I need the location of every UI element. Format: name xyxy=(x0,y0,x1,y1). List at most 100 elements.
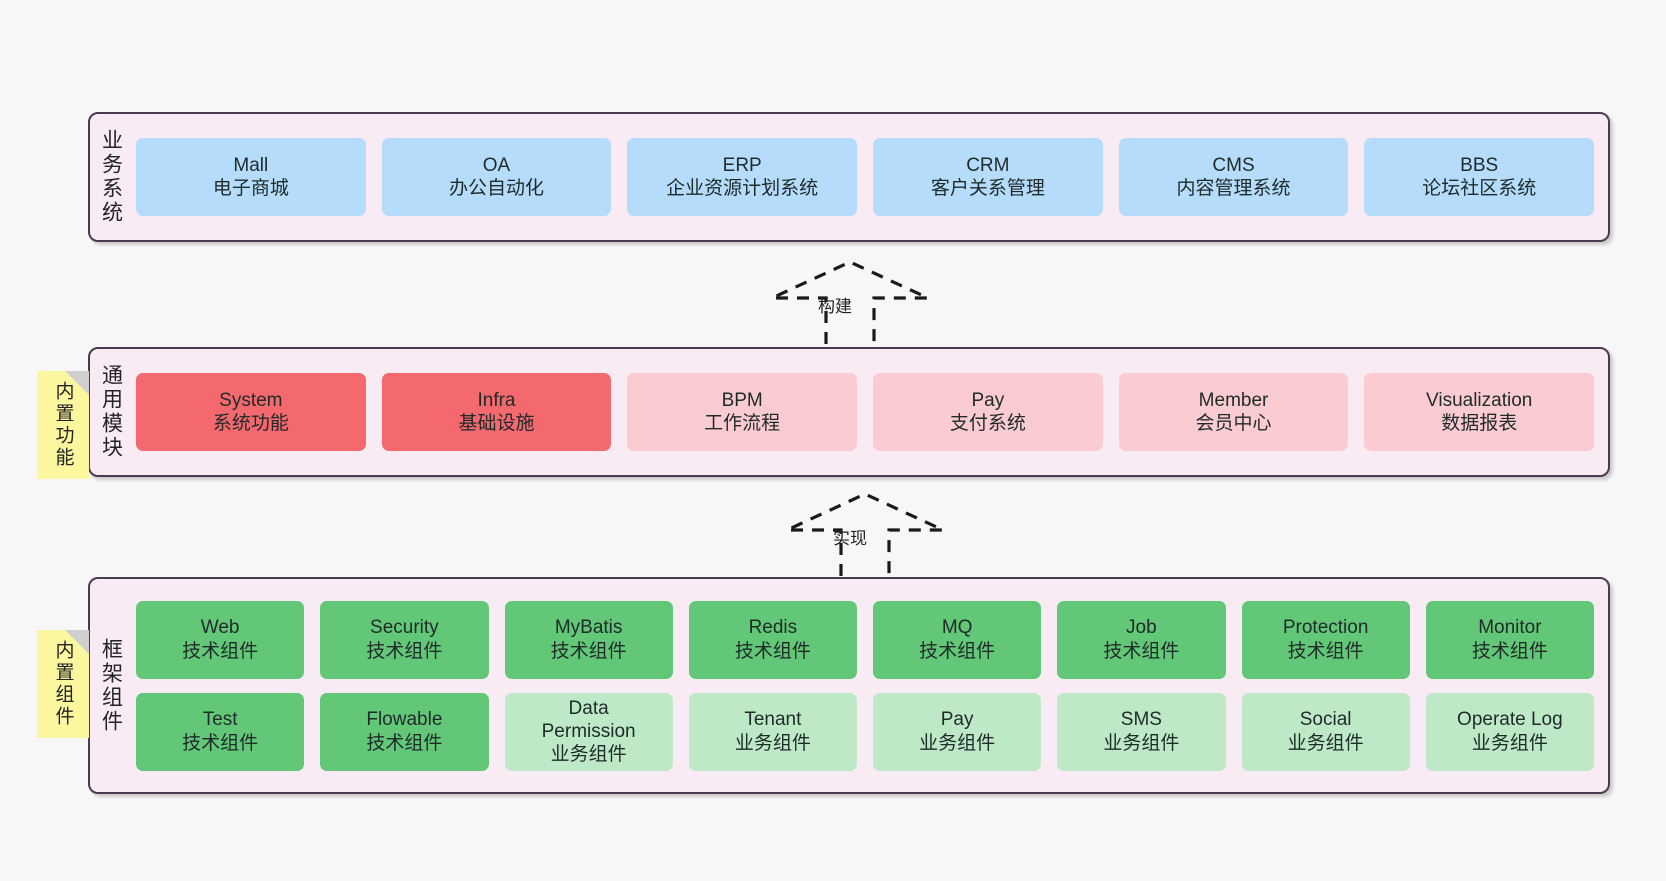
card-social[interactable]: Social 业务组件 xyxy=(1241,692,1410,771)
card-pay[interactable]: Pay 支付系统 xyxy=(873,373,1103,451)
card-subtitle: 支付系统 xyxy=(949,413,1026,434)
card-subtitle: 技术组件 xyxy=(1287,640,1364,662)
card-title: BPM xyxy=(721,389,763,411)
card-bpm[interactable]: BPM 工作流程 xyxy=(627,373,858,451)
card-subtitle: 基础设施 xyxy=(458,413,535,434)
card-data-permission[interactable]: Data Permission 业务组件 xyxy=(504,692,673,771)
card-subtitle: 数据报表 xyxy=(1441,413,1518,434)
framework-row-technical: Web 技术组件 Security 技术组件 MyBatis 技术组件 Redi… xyxy=(136,600,1594,679)
card-security[interactable]: Security 技术组件 xyxy=(320,600,489,679)
card-title: ERP xyxy=(722,154,762,176)
card-subtitle: 业务组件 xyxy=(919,732,996,754)
note-fold-corner-icon xyxy=(65,630,89,654)
layer-body-framework-components: Web 技术组件 Security 技术组件 MyBatis 技术组件 Redi… xyxy=(132,579,1608,792)
note-builtin-features[interactable]: 内置功能 xyxy=(37,371,89,479)
connector-implement-arrow xyxy=(786,492,944,576)
card-title: Job xyxy=(1126,617,1157,639)
card-subtitle: 技术组件 xyxy=(1103,640,1180,662)
card-title: Social xyxy=(1299,709,1352,731)
connector-build-label: 构建 xyxy=(818,297,852,316)
note-label: 内置组件 xyxy=(52,640,74,728)
card-subtitle: 电子商城 xyxy=(212,178,289,199)
card-subtitle: 办公自动化 xyxy=(449,178,545,199)
card-redis[interactable]: Redis 技术组件 xyxy=(688,600,857,679)
card-cms[interactable]: CMS 内容管理系统 xyxy=(1118,138,1349,216)
card-title: Data Permission xyxy=(541,697,636,742)
card-tenant[interactable]: Tenant 业务组件 xyxy=(688,692,857,771)
card-subtitle: 客户关系管理 xyxy=(930,178,1045,199)
card-subtitle: 系统功能 xyxy=(212,413,289,434)
card-subtitle: 内容管理系统 xyxy=(1176,178,1291,199)
connector-build-arrow xyxy=(771,260,929,344)
layer-framework-components[interactable]: 框架组件 Web 技术组件 Security 技术组件 MyBatis 技术组件… xyxy=(88,577,1610,794)
card-monitor[interactable]: Monitor 技术组件 xyxy=(1425,600,1594,679)
note-builtin-components[interactable]: 内置组件 xyxy=(37,630,89,738)
card-title: CMS xyxy=(1212,154,1255,176)
card-subtitle: 技术组件 xyxy=(1471,640,1548,662)
card-title: Operate Log xyxy=(1457,709,1563,731)
layer-title-framework-components: 框架组件 xyxy=(99,637,123,734)
card-subtitle: 会员中心 xyxy=(1195,413,1272,434)
card-title: MyBatis xyxy=(554,617,623,639)
card-infra[interactable]: Infra 基础设施 xyxy=(381,373,612,451)
card-operate-log[interactable]: Operate Log 业务组件 xyxy=(1425,692,1594,771)
card-title: Security xyxy=(370,617,439,639)
card-subtitle: 业务组件 xyxy=(1287,732,1364,754)
card-title: Mall xyxy=(233,154,269,176)
card-title: Member xyxy=(1198,389,1269,411)
card-title: Flowable xyxy=(366,709,443,731)
card-title: Tenant xyxy=(744,709,802,731)
card-bbs[interactable]: BBS 论坛社区系统 xyxy=(1364,138,1595,216)
framework-row-business: Test 技术组件 Flowable 技术组件 Data Permission … xyxy=(136,692,1594,771)
card-mybatis[interactable]: MyBatis 技术组件 xyxy=(504,600,673,679)
layer-body-common-modules: System 系统功能 Infra 基础设施 BPM 工作流程 Pay 支付系统… xyxy=(132,349,1608,475)
card-subtitle: 技术组件 xyxy=(366,732,443,754)
card-erp[interactable]: ERP 企业资源计划系统 xyxy=(627,138,858,216)
card-subtitle: 业务组件 xyxy=(1471,732,1548,754)
card-system[interactable]: System 系统功能 xyxy=(136,373,366,451)
card-protection[interactable]: Protection 技术组件 xyxy=(1241,600,1410,679)
card-test[interactable]: Test 技术组件 xyxy=(136,692,305,771)
note-label: 内置功能 xyxy=(52,381,74,469)
card-title: MQ xyxy=(941,617,973,639)
card-title: Pay xyxy=(940,709,974,731)
card-subtitle: 技术组件 xyxy=(366,640,443,662)
card-title: Test xyxy=(202,709,238,731)
layer-common-modules[interactable]: 通用模块 System 系统功能 Infra 基础设施 BPM 工作流程 Pay… xyxy=(88,347,1610,477)
card-subtitle: 业务组件 xyxy=(550,744,627,766)
connector-implement-label: 实现 xyxy=(833,529,867,548)
card-title: SMS xyxy=(1120,709,1162,731)
card-title: Visualization xyxy=(1426,389,1533,411)
card-title: Monitor xyxy=(1478,617,1542,639)
card-subtitle: 技术组件 xyxy=(734,640,811,662)
card-mall[interactable]: Mall 电子商城 xyxy=(136,138,366,216)
card-subtitle: 工作流程 xyxy=(704,413,781,434)
card-subtitle: 技术组件 xyxy=(919,640,996,662)
card-web[interactable]: Web 技术组件 xyxy=(136,600,305,679)
card-title: Pay xyxy=(971,389,1005,411)
card-job[interactable]: Job 技术组件 xyxy=(1057,600,1226,679)
card-subtitle: 技术组件 xyxy=(182,732,259,754)
card-title: OA xyxy=(482,154,511,176)
note-fold-corner-icon xyxy=(65,371,89,395)
card-flowable[interactable]: Flowable 技术组件 xyxy=(320,692,489,771)
card-member[interactable]: Member 会员中心 xyxy=(1118,373,1349,451)
card-oa[interactable]: OA 办公自动化 xyxy=(381,138,612,216)
card-sms[interactable]: SMS 业务组件 xyxy=(1057,692,1226,771)
card-pay-business[interactable]: Pay 业务组件 xyxy=(873,692,1042,771)
card-title: Protection xyxy=(1282,617,1369,639)
card-title: CRM xyxy=(966,154,1010,176)
card-title: System xyxy=(219,389,283,411)
card-subtitle: 技术组件 xyxy=(182,640,259,662)
layer-business-systems[interactable]: 业务系统 Mall 电子商城 OA 办公自动化 ERP 企业资源计划系统 CRM… xyxy=(88,112,1610,242)
card-subtitle: 业务组件 xyxy=(734,732,811,754)
layer-title-common-modules: 通用模块 xyxy=(99,364,123,460)
card-crm[interactable]: CRM 客户关系管理 xyxy=(873,138,1103,216)
card-subtitle: 技术组件 xyxy=(550,640,627,662)
card-visualization[interactable]: Visualization 数据报表 xyxy=(1364,373,1595,451)
card-mq[interactable]: MQ 技术组件 xyxy=(873,600,1042,679)
layer-body-business-systems: Mall 电子商城 OA 办公自动化 ERP 企业资源计划系统 CRM 客户关系… xyxy=(132,114,1608,240)
card-title: Redis xyxy=(748,617,798,639)
card-subtitle: 业务组件 xyxy=(1103,732,1180,754)
